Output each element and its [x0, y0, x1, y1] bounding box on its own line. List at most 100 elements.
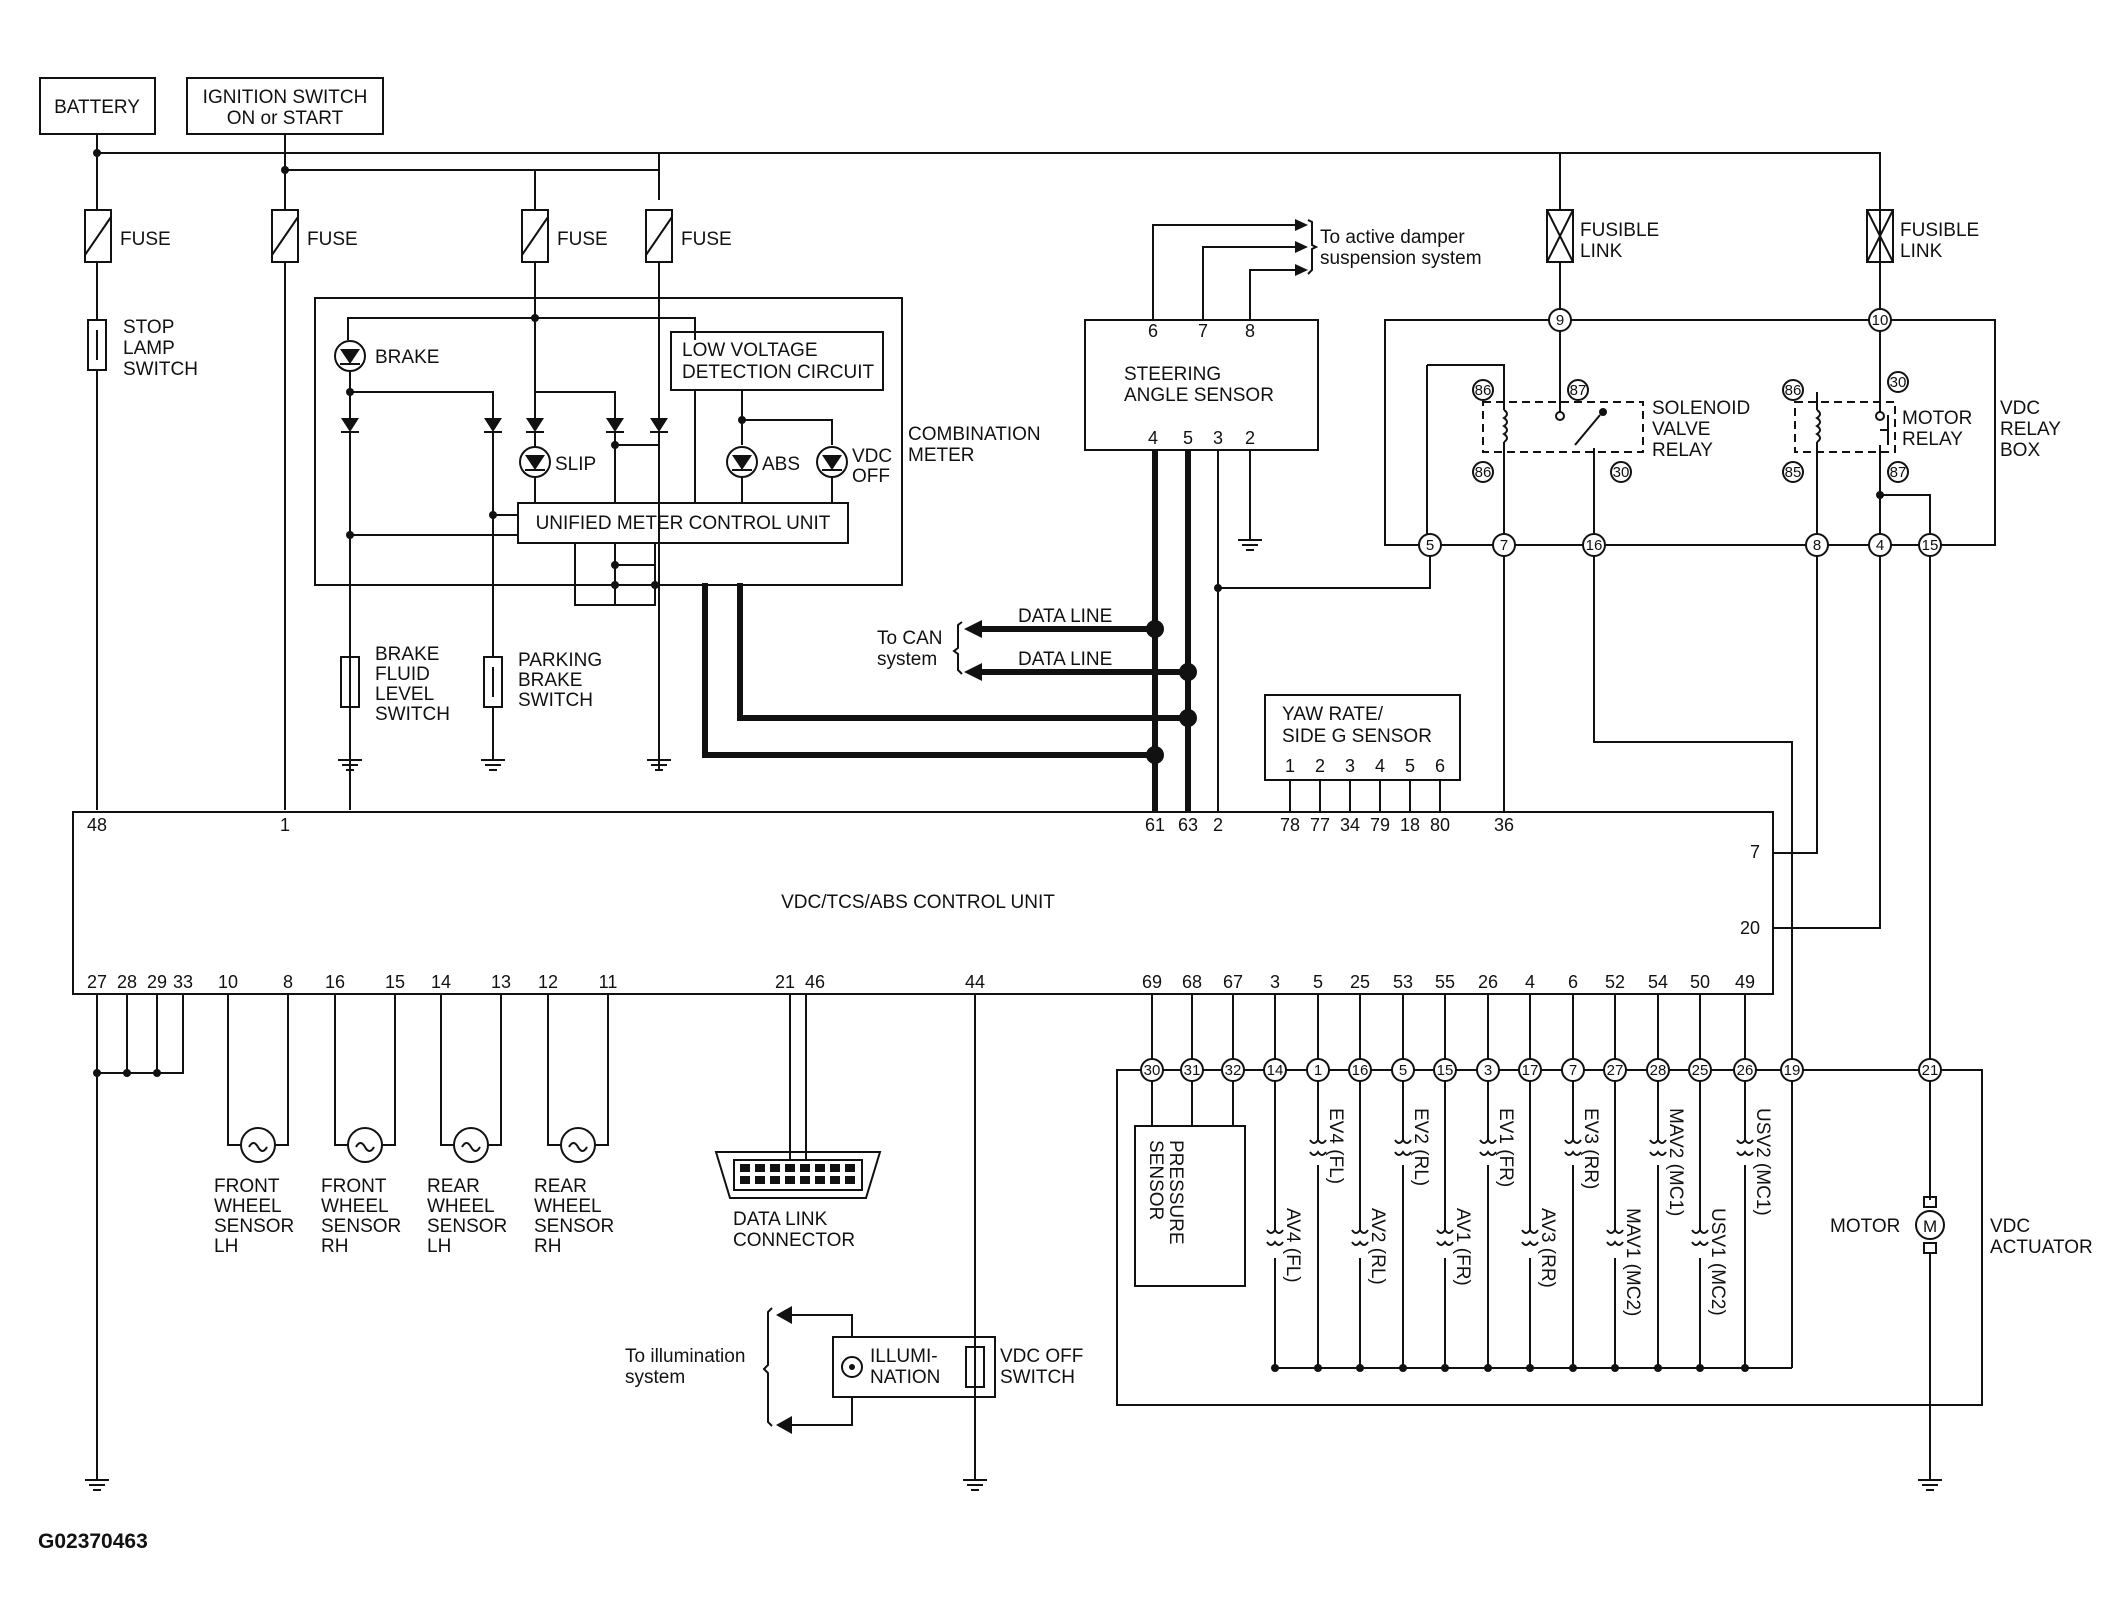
wheel-sensor-label: WHEEL: [214, 1196, 282, 1217]
fuse-3: FUSE: [521, 209, 608, 263]
yaw-pin-1: 1: [1285, 756, 1295, 776]
fuse-1-label: FUSE: [120, 229, 171, 250]
cu-bottom-pin: 5: [1313, 972, 1323, 992]
valve-label: EV3 (RR): [1580, 1108, 1601, 1189]
svg-text:16: 16: [1586, 537, 1603, 554]
cu-bottom-pin: 10: [218, 972, 238, 992]
cu-bottom-pin: 52: [1605, 972, 1625, 992]
fusible-link-2-label-2: LINK: [1900, 241, 1943, 262]
brake-fluid-label-4: SWITCH: [375, 704, 450, 725]
steering-pin-2: 2: [1245, 428, 1255, 448]
combination-meter: COMBINATION METER BRAKE SLIP: [314, 262, 1041, 810]
svg-text:86: 86: [1475, 464, 1492, 481]
data-link-label-1: DATA LINK: [733, 1209, 828, 1230]
svg-text:30: 30: [1890, 374, 1907, 391]
cu-top-pin: 63: [1178, 815, 1198, 835]
valve-label: AV4 (FL): [1282, 1208, 1303, 1283]
damper-label-2: suspension system: [1320, 248, 1482, 269]
actuator-pin-label: 28: [1650, 1062, 1667, 1079]
cu-bottom-pin: 26: [1478, 972, 1498, 992]
dlc-pin: [800, 1176, 810, 1184]
cu-top-pin: 34: [1340, 815, 1360, 835]
valve-label: AV2 (RL): [1367, 1208, 1388, 1285]
svg-text:85: 85: [1785, 464, 1802, 481]
valve-label: AV1 (FR): [1452, 1208, 1473, 1286]
solenoid-label-2: VALVE: [1652, 419, 1710, 440]
cu-top-pin: 61: [1145, 815, 1165, 835]
cu-bottom-pin: 25: [1350, 972, 1370, 992]
valve-label: EV4 (FL): [1325, 1108, 1346, 1184]
steering-pin-3: 3: [1213, 428, 1223, 448]
svg-text:5: 5: [1426, 537, 1434, 554]
wheel-sensor-label: WHEEL: [321, 1196, 389, 1217]
cu-bottom-pin: 15: [385, 972, 405, 992]
cu-pin-7: 7: [1750, 842, 1760, 862]
cu-bottom-pin: 33: [173, 972, 193, 992]
illumination-to-label-1: To illumination: [625, 1346, 745, 1367]
cu-top-pin: 1: [280, 815, 290, 835]
fuse-4-label: FUSE: [681, 229, 732, 250]
actuator-label-1: VDC: [1990, 1216, 2030, 1237]
unified-meter-label: UNIFIED METER CONTROL UNIT: [536, 513, 831, 534]
cu-bottom-pin: 6: [1568, 972, 1578, 992]
can-label-2: system: [877, 649, 937, 670]
dlc-pin: [830, 1164, 840, 1172]
data-line-1-label: DATA LINE: [1018, 606, 1112, 627]
yaw-pin-4: 4: [1375, 756, 1385, 776]
steering-pin-7: 7: [1198, 321, 1208, 341]
damper-label-1: To active damper: [1320, 227, 1465, 248]
brake-fluid-label-1: BRAKE: [375, 644, 439, 665]
cu-top-pin: 77: [1310, 815, 1330, 835]
wheel-sensor-label: SENSOR: [534, 1216, 614, 1237]
steering-pin-5: 5: [1183, 428, 1193, 448]
yaw-pin-3: 3: [1345, 756, 1355, 776]
parking-brake-switch: PARKING BRAKE SWITCH: [483, 650, 602, 711]
can-system: DATA LINE DATA LINE To CAN system: [877, 606, 1197, 764]
pressure-sensor: [1134, 1125, 1246, 1287]
cu-bottom-pin: 44: [965, 972, 985, 992]
data-link-connector[interactable]: DATA LINK CONNECTOR: [714, 994, 882, 1251]
cu-bottom-pin: 21: [775, 972, 795, 992]
steering-label-2: ANGLE SENSOR: [1124, 385, 1274, 406]
cu-bottom-pin: 68: [1182, 972, 1202, 992]
fusible-link-1: FUSIBLE LINK: [1546, 209, 1659, 263]
actuator-pin-label: 30: [1144, 1062, 1161, 1079]
vdc-off-switch-label-1: VDC OFF: [1000, 1346, 1083, 1367]
yaw-pin-2: 2: [1315, 756, 1325, 776]
cu-bottom-pin: 27: [87, 972, 107, 992]
dlc-pin: [785, 1176, 795, 1184]
combination-meter-label-2: METER: [908, 445, 975, 466]
wheel-sensor-label: SENSOR: [214, 1216, 294, 1237]
actuator-pin-label: 14: [1267, 1062, 1284, 1079]
steering-label-1: STEERING: [1124, 364, 1221, 385]
low-voltage-detection-circuit: [670, 331, 884, 391]
dlc-pin: [740, 1176, 750, 1184]
solenoid-label-1: SOLENOID: [1652, 398, 1750, 419]
actuator-pin-label: 17: [1522, 1062, 1539, 1079]
fuse-3-label: FUSE: [557, 229, 608, 250]
valve-label: EV2 (RL): [1410, 1108, 1431, 1186]
parking-brake-label-1: PARKING: [518, 650, 602, 671]
actuator-pin-label: 19: [1784, 1062, 1801, 1079]
dlc-pin: [755, 1164, 765, 1172]
stop-lamp-switch: STOP LAMP SWITCH: [87, 317, 198, 380]
vdc-off-switch[interactable]: ILLUMI- NATION VDC OFF SWITCH: [832, 1336, 1083, 1398]
parking-brake-label-3: SWITCH: [518, 690, 593, 711]
cu-top-pin: 18: [1400, 815, 1420, 835]
abs-lamp-label: ABS: [762, 454, 800, 475]
dlc-pin: [740, 1164, 750, 1172]
valve-label: AV3 (RR): [1537, 1208, 1558, 1288]
yaw-pin-6: 6: [1435, 756, 1445, 776]
fuse-4: FUSE: [645, 209, 732, 263]
stop-lamp-label-3: SWITCH: [123, 359, 198, 380]
wheel-sensor-label: WHEEL: [427, 1196, 495, 1217]
wheel-sensor-label: RH: [321, 1236, 348, 1257]
dlc-pin: [755, 1176, 765, 1184]
